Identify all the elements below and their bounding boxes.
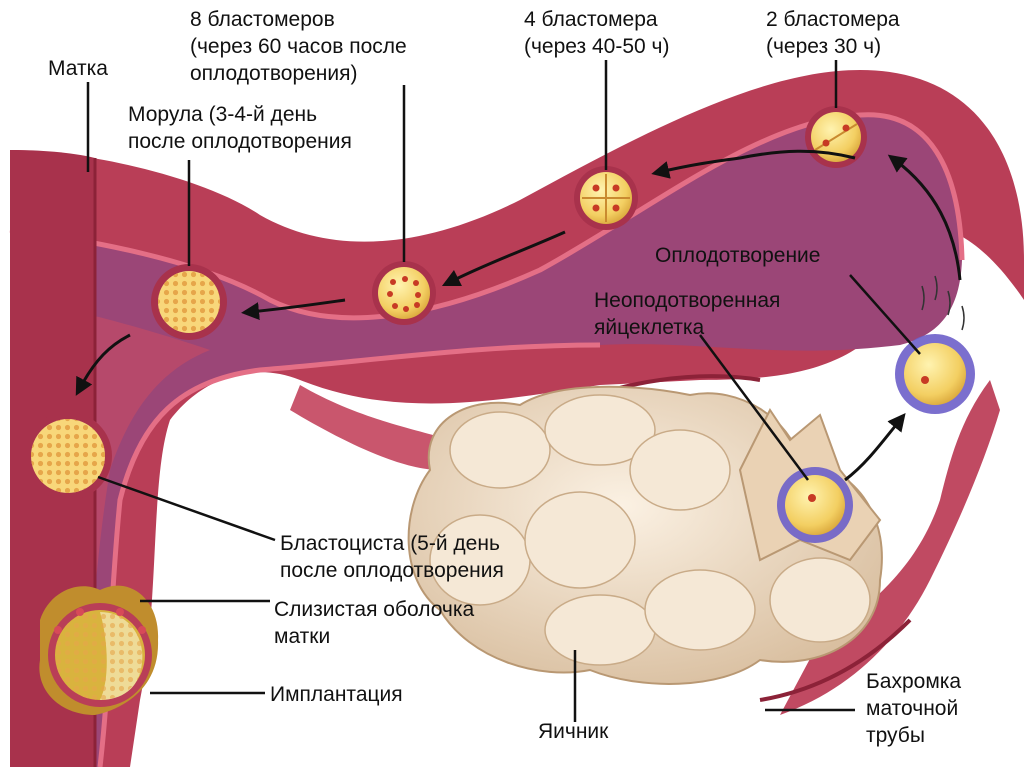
label-mucosa-line-2: матки xyxy=(274,625,331,648)
label-blastocyst-line-2: после оплодотворения xyxy=(280,559,504,582)
label-morula: Морула (3-4-й день после оплодотворения xyxy=(128,101,352,155)
label-ovary: Яичник xyxy=(538,720,609,743)
label-8-blastomeres-line-2: (через 60 часов после xyxy=(190,35,407,58)
label-uterus: Матка xyxy=(48,57,108,80)
implanted-embryo xyxy=(39,585,159,715)
label-mucosa: Слизистая оболочка матки xyxy=(274,596,474,650)
label-fimbriae-line-2: маточной xyxy=(866,697,959,720)
label-4-blastomeres: 4 бластомера (через 40-50 ч) xyxy=(524,6,669,60)
embryo-4-blastomeres xyxy=(574,166,638,230)
unfertilized-egg xyxy=(777,467,853,543)
label-unfertilized-egg: Неоподотворенная яйцеклетка xyxy=(594,287,780,341)
fertilized-egg xyxy=(895,275,975,414)
zygote-2-blastomeres xyxy=(805,106,867,168)
label-morula-line-2: после оплодотворения xyxy=(128,130,352,153)
label-unfertilized-egg-line-2: яйцеклетка xyxy=(594,316,705,339)
label-2-blastomeres-line-2: (через 30 ч) xyxy=(766,35,882,58)
morula xyxy=(151,264,227,340)
label-mucosa-line-1: Слизистая оболочка xyxy=(274,598,475,621)
label-8-blastomeres: 8 бластомеров (через 60 часов после опло… xyxy=(190,6,407,87)
label-4-blastomeres-line-1: 4 бластомера xyxy=(524,8,658,31)
ovary xyxy=(407,385,883,685)
label-blastocyst: Бластоциста (5-й день после оплодотворен… xyxy=(280,530,504,584)
movement-arrows xyxy=(75,149,962,482)
label-unfertilized-egg-line-1: Неоподотворенная xyxy=(594,289,781,312)
label-implantation: Имплантация xyxy=(270,683,403,706)
label-blastocyst-line-1: Бластоциста (5-й день xyxy=(280,532,500,555)
label-fimbriae-line-3: трубы xyxy=(866,724,925,747)
label-2-blastomeres: 2 бластомера (через 30 ч) xyxy=(766,6,900,60)
label-8-blastomeres-line-3: оплодотворения) xyxy=(190,62,358,85)
label-4-blastomeres-line-2: (через 40-50 ч) xyxy=(524,35,670,58)
ovarian-ligament xyxy=(290,385,450,470)
embryo-8-blastomeres xyxy=(372,261,436,325)
label-2-blastomeres-line-1: 2 бластомера xyxy=(766,8,900,31)
blastocyst xyxy=(24,412,112,500)
label-8-blastomeres-line-1: 8 бластомеров xyxy=(190,8,335,31)
label-morula-line-1: Морула (3-4-й день xyxy=(128,103,318,126)
label-fimbriae: Бахромка маточной трубы xyxy=(866,668,961,749)
uterine-cavity xyxy=(10,114,962,767)
leader-lines xyxy=(86,60,921,722)
label-fimbriae-line-1: Бахромка xyxy=(866,670,962,693)
label-fertilization: Оплодотворение xyxy=(655,244,821,267)
